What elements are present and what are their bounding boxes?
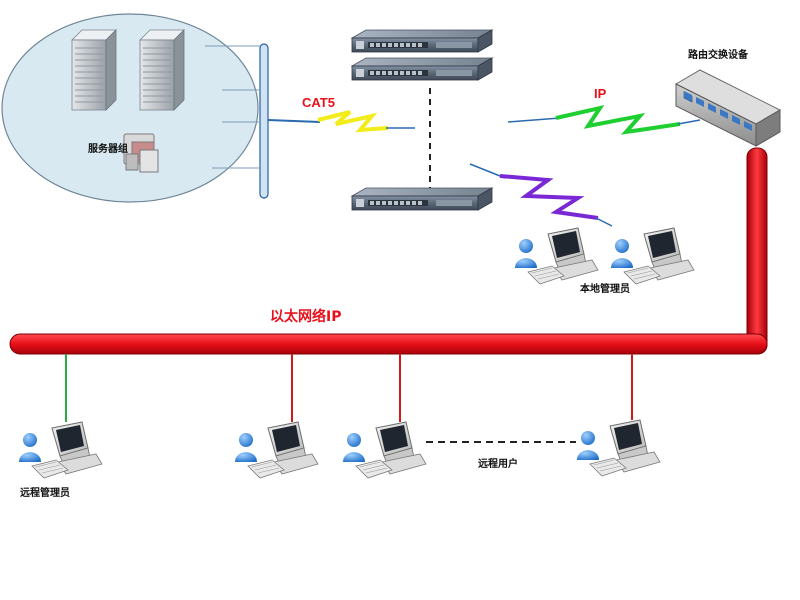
server-uplink-bar (259, 43, 269, 199)
server-group-area (1, 13, 259, 203)
workstation-with-user-icon (234, 421, 319, 479)
server-group-label: 服务器组 (88, 144, 128, 155)
ethernet-riser (746, 147, 768, 355)
ip-link-bolt (555, 104, 681, 135)
server-connections (205, 45, 260, 169)
cat5-link-bolt (317, 110, 389, 133)
server-rack-icon (139, 29, 185, 111)
server-rack-icon (71, 29, 117, 111)
workstation-with-user-icon (576, 419, 661, 477)
remote-admin-label: 远程管理员 (20, 488, 70, 499)
workstation-with-user-icon (610, 227, 695, 285)
local-admin-link-bolt (499, 174, 599, 220)
workstation-with-user-icon (18, 421, 103, 479)
remote-user-label: 远程用户 (478, 459, 518, 470)
router-icon (674, 69, 782, 147)
cat5-label: CAT5 (302, 95, 335, 110)
ip-label: IP (594, 86, 607, 101)
server-cluster-icon (123, 133, 159, 173)
ethernet-ip-label: 以太网络IP (270, 309, 342, 325)
switch-unit-top (351, 29, 493, 53)
workstation-with-user-icon (514, 227, 599, 285)
workstation-with-user-icon (342, 421, 427, 479)
local-admin-label: 本地管理员 (580, 284, 630, 295)
ethernet-bus (9, 333, 768, 355)
router-label: 路由交换设备 (688, 50, 748, 61)
switch-unit-bottom (351, 187, 493, 211)
switch-unit-middle (351, 57, 493, 81)
